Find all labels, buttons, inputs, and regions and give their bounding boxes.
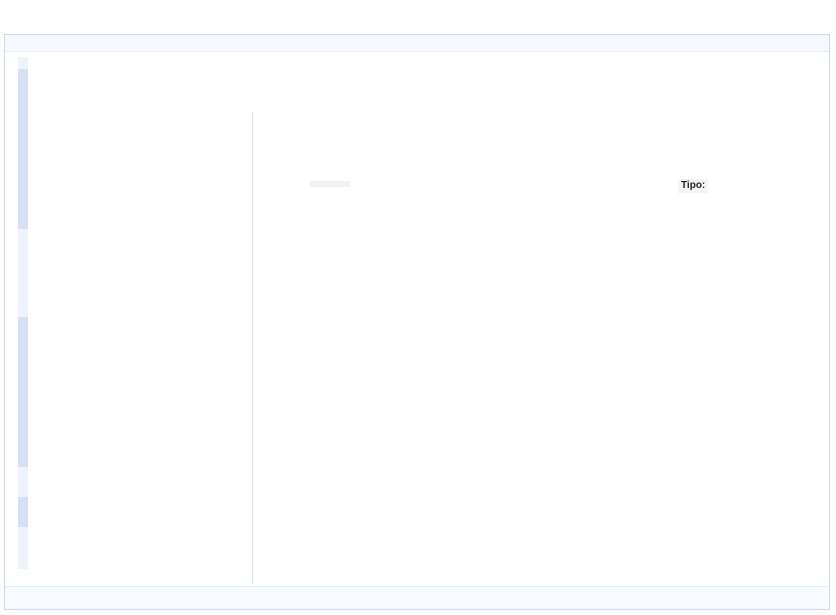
main-panel: Tipo: — [253, 113, 825, 583]
rail-segment-middle — [18, 317, 28, 467]
app-window: Tipo: — [4, 34, 830, 610]
sidebar-rail — [18, 57, 28, 569]
rail-segment-top — [18, 69, 28, 229]
rail-segment-bottom — [18, 497, 28, 527]
title-bar — [5, 35, 829, 52]
placeholder-field — [310, 181, 350, 187]
status-bar — [5, 586, 829, 609]
type-label: Tipo: — [678, 179, 709, 193]
left-panel — [29, 113, 253, 583]
